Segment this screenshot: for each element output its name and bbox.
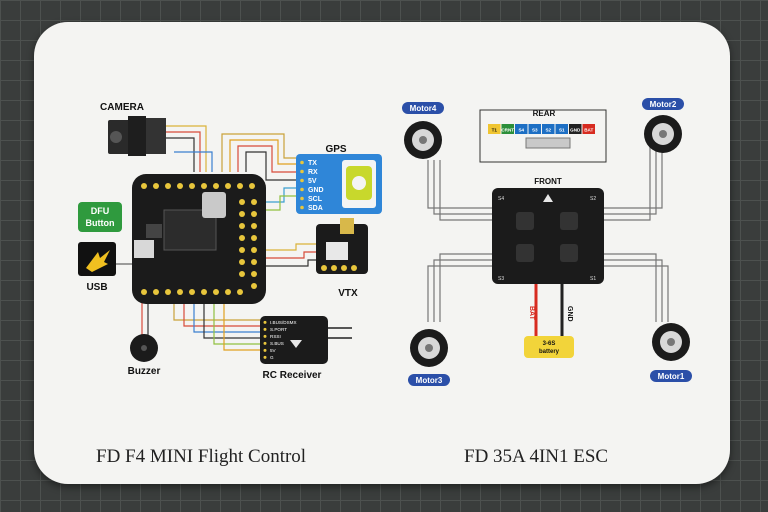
buzzer-icon bbox=[130, 334, 158, 362]
fc-wires bbox=[116, 125, 316, 351]
motor4-label: Motor4 bbox=[410, 104, 437, 113]
gnd-label: GND bbox=[566, 306, 573, 322]
gps-pin-dot bbox=[300, 196, 304, 201]
gps-pin-scl: SCL bbox=[308, 196, 323, 203]
rc-pin-label: G bbox=[270, 355, 274, 360]
usb-label: USB bbox=[86, 282, 107, 293]
front-label: FRONT bbox=[534, 177, 562, 186]
wiring-diagram: CAMERA DFU Button bbox=[78, 98, 692, 386]
flight-controller-board bbox=[132, 174, 266, 304]
pad-label-s1: S1 bbox=[590, 276, 596, 282]
gps-pin-dot bbox=[300, 205, 304, 210]
rc-pin-label: S.BUS bbox=[270, 341, 284, 346]
vtx-label: VTX bbox=[338, 288, 358, 299]
rc-receiver-module bbox=[260, 316, 352, 364]
rear-pin-label: BAT bbox=[584, 128, 593, 133]
usb-icon bbox=[78, 242, 116, 276]
gps-pin-dot bbox=[300, 187, 304, 192]
rc-pin-dot bbox=[263, 355, 267, 359]
battery-label-line1: 3-6S bbox=[543, 341, 556, 347]
rc-receiver-label: RC Receiver bbox=[263, 370, 322, 381]
vtx-module bbox=[316, 218, 368, 274]
pad-label-s3: S3 bbox=[498, 276, 504, 282]
rear-pin-label: T1 bbox=[492, 128, 498, 133]
rc-pin-dot bbox=[263, 334, 267, 338]
pad-label-s4: S4 bbox=[498, 196, 504, 202]
gps-pin-dot bbox=[300, 178, 304, 183]
rear-pin-label: GND bbox=[570, 128, 581, 133]
rear-pin-crnt bbox=[501, 124, 514, 134]
rear-connector-box bbox=[479, 109, 607, 163]
rear-pin-label: S1 bbox=[559, 128, 565, 133]
motor2: Motor2 bbox=[642, 98, 684, 153]
rear-pin-t1 bbox=[488, 124, 501, 134]
rc-pin-dot bbox=[263, 320, 267, 324]
rc-pin-label: I.BUS/DSMX bbox=[270, 320, 297, 325]
rear-pin-s3 bbox=[528, 124, 541, 134]
rc-pin-label: RSSI bbox=[270, 334, 281, 339]
motor2-label: Motor2 bbox=[650, 100, 677, 109]
rear-connector-plug bbox=[525, 137, 571, 149]
esc-board bbox=[492, 188, 604, 284]
usb-connector bbox=[134, 240, 154, 258]
dfu-label-line1: DFU bbox=[91, 206, 110, 216]
rc-pin-label: 5V bbox=[270, 348, 277, 353]
fc-caption: FD F4 MINI Flight Control bbox=[96, 446, 307, 467]
gps-pin-sda: SDA bbox=[308, 205, 323, 212]
gps-pin-5v: 5V bbox=[308, 178, 317, 185]
motor-wires bbox=[427, 146, 669, 322]
dfu-label-line2: Button bbox=[86, 218, 115, 228]
camera-label: CAMERA bbox=[100, 102, 144, 113]
camera-module bbox=[108, 116, 166, 156]
rear-pin-label: S3 bbox=[532, 128, 538, 133]
gps-pin-dot bbox=[300, 169, 304, 174]
motor1-label: Motor1 bbox=[658, 372, 685, 381]
rear-pin-s4 bbox=[515, 124, 528, 134]
rc-pin-dot bbox=[263, 348, 267, 352]
gps-pin-list: TX RX 5V GND SCL SDA bbox=[300, 160, 324, 212]
pad-label-s2: S2 bbox=[590, 196, 596, 202]
rc-pin-dot bbox=[263, 327, 267, 331]
gps-module bbox=[296, 154, 382, 214]
motor1: Motor1 bbox=[650, 323, 692, 382]
rear-pin-s1 bbox=[555, 124, 568, 134]
rc-pin-dot bbox=[263, 341, 267, 345]
gps-pin-gnd: GND bbox=[308, 187, 324, 194]
rear-pin-gnd bbox=[569, 124, 582, 134]
gps-pin-tx: TX bbox=[308, 160, 317, 167]
esc-caption: FD 35A 4IN1 ESC bbox=[464, 446, 609, 467]
battery-label-line2: battery bbox=[539, 349, 560, 355]
rear-label: REAR bbox=[533, 109, 556, 118]
rc-receiver-pin-list: I.BUS/DSMX S.PORT RSSI S.BUS 5V G bbox=[263, 320, 297, 360]
rear-pin-bat bbox=[582, 124, 595, 134]
battery-tag: 3-6S battery bbox=[524, 336, 574, 358]
motor3: Motor3 bbox=[408, 329, 450, 386]
motor3-label: Motor3 bbox=[416, 376, 443, 385]
gps-pin-dot bbox=[300, 160, 304, 165]
motor4: Motor4 bbox=[402, 102, 444, 159]
rear-pin-label: S4 bbox=[518, 128, 524, 133]
dfu-button-tag: DFU Button bbox=[78, 202, 122, 232]
gps-label: GPS bbox=[325, 144, 346, 155]
bat-label: BAT bbox=[528, 306, 535, 321]
rear-pin-label: S2 bbox=[545, 128, 551, 133]
gps-pin-rx: RX bbox=[308, 169, 318, 176]
buzzer-label: Buzzer bbox=[128, 366, 161, 377]
diagram-card: CAMERA DFU Button bbox=[34, 22, 730, 484]
rear-pin-s2 bbox=[542, 124, 555, 134]
rc-pin-label: S.PORT bbox=[270, 327, 287, 332]
rear-pin-label: CRNT bbox=[501, 128, 514, 133]
